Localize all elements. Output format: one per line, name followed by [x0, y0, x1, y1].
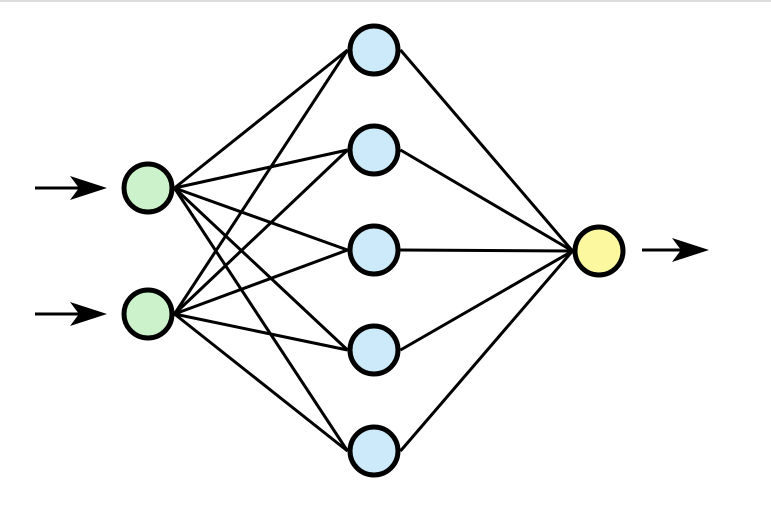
hidden-node-h5: [347, 424, 401, 478]
hidden-node-h1: [347, 23, 401, 77]
input-arrow-1-head: [70, 176, 107, 200]
edge-in1-h5: [173, 187, 349, 452]
edge-in1-h1: [173, 48, 349, 190]
edge-h1-out1: [399, 49, 574, 252]
hidden-node-h3: [347, 223, 401, 277]
edge-in1-h2: [174, 148, 348, 190]
output-arrow-head: [672, 238, 709, 262]
edge-in2-h4: [174, 312, 348, 352]
top-border-line: [0, 0, 771, 2]
edge-h2-out1: [399, 148, 574, 253]
hidden-node-h2: [347, 123, 401, 177]
output-node-out1: [572, 224, 626, 278]
edge-in2-h2: [173, 148, 349, 316]
input-node-in2: [121, 287, 175, 341]
edge-in2-h3: [173, 248, 349, 316]
hidden-node-h4: [347, 323, 401, 377]
edge-in1-h4: [173, 186, 349, 352]
input-node-in1: [121, 161, 175, 215]
edge-h5-out1: [399, 250, 574, 452]
edge-in2-h1: [173, 49, 349, 315]
edge-h3-out1: [400, 248, 573, 253]
edge-in1-h3: [173, 186, 349, 252]
edge-in2-h5: [173, 312, 349, 453]
input-arrow-2-head: [70, 302, 107, 326]
edge-h4-out1: [399, 249, 574, 352]
